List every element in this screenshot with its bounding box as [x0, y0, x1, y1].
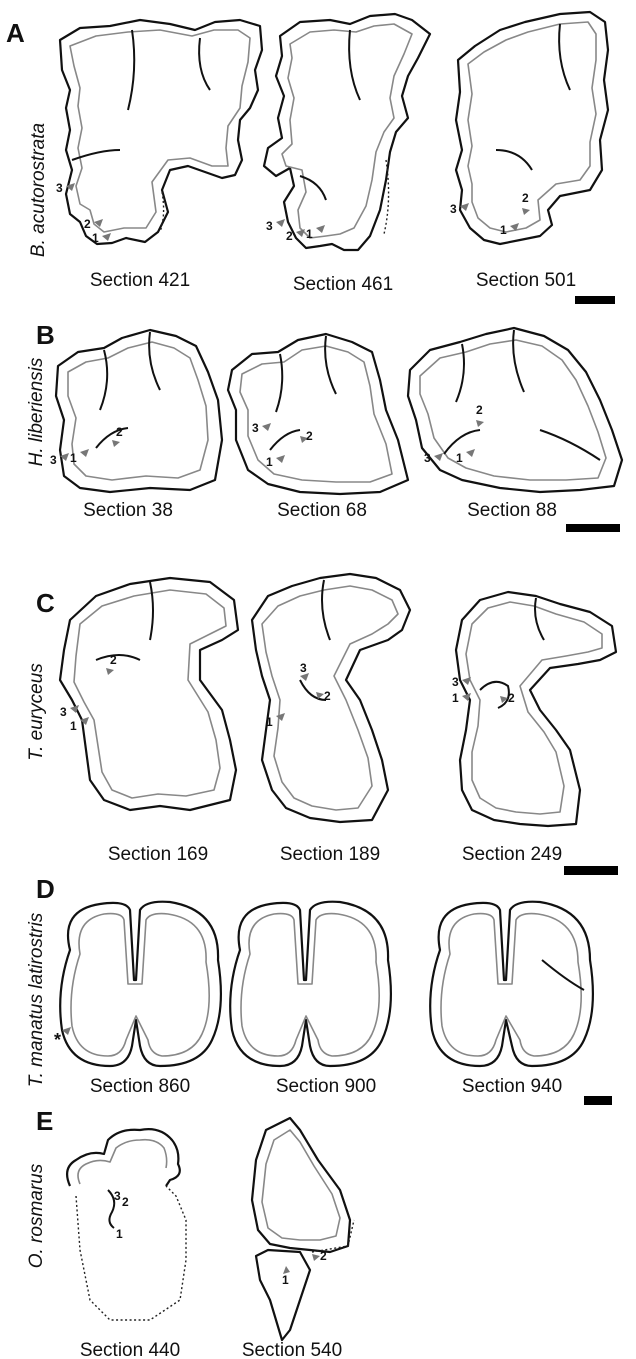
species-label-d: T. manatus latirostris — [26, 912, 47, 1087]
panel-c: C T. euryceus 2 3 1 Section 169 3 2 — [26, 574, 618, 875]
section-label-d1: Section 860 — [90, 1076, 190, 1097]
marker-3: 3 — [450, 202, 457, 216]
panel-letter-d: D — [36, 874, 55, 904]
marker-1: 1 — [500, 223, 507, 237]
marker-1: 1 — [116, 1227, 123, 1241]
marker-2: 2 — [324, 689, 331, 703]
section-label-c3: Section 249 — [462, 844, 562, 865]
panel-b: B H. liberiensis 3 1 2 Section 38 3 — [26, 320, 622, 532]
marker-3: 3 — [56, 181, 63, 195]
species-label-a: B. acutorostrata — [28, 123, 49, 257]
species-label-e: O. rosmarus — [26, 1163, 47, 1268]
marker-1: 1 — [266, 715, 273, 729]
marker-2: 2 — [320, 1249, 327, 1263]
marker-2: 2 — [306, 429, 313, 443]
section-label-a3: Section 501 — [476, 270, 576, 291]
panel-letter-c: C — [36, 588, 55, 618]
marker-2: 2 — [116, 425, 123, 439]
brain-section-d3 — [430, 902, 593, 1066]
marker-1: 1 — [266, 455, 273, 469]
section-label-b2: Section 68 — [277, 500, 367, 521]
marker-2: 2 — [122, 1195, 129, 1209]
panel-d: D T. manatus latirostris * Section 860 S… — [26, 874, 612, 1105]
marker-1: 1 — [306, 227, 313, 241]
brain-section-c2: 3 2 1 — [252, 574, 410, 822]
marker-3: 3 — [452, 675, 459, 689]
section-label-d3: Section 940 — [462, 1076, 562, 1097]
marker-1: 1 — [452, 691, 459, 705]
marker-2: 2 — [522, 191, 529, 205]
marker-3: 3 — [424, 451, 431, 465]
marker-3: 3 — [50, 453, 57, 467]
scale-bar-d — [584, 1096, 612, 1105]
marker-2: 2 — [508, 691, 515, 705]
marker-3: 3 — [300, 661, 307, 675]
brain-section-d1: * — [54, 902, 221, 1066]
marker-3: 3 — [252, 421, 259, 435]
brain-section-b1: 3 1 2 — [50, 330, 222, 492]
marker-1: 1 — [456, 451, 463, 465]
marker-3: 3 — [266, 219, 273, 233]
marker-2: 2 — [84, 217, 91, 231]
brain-section-e1: 3 2 1 — [67, 1129, 186, 1320]
marker-1: 1 — [282, 1273, 289, 1287]
marker-3: 3 — [60, 705, 67, 719]
panel-letter-b: B — [36, 320, 55, 350]
section-label-e1: Section 440 — [80, 1340, 180, 1359]
brain-section-a1: 3 2 1 — [56, 20, 262, 245]
section-label-b3: Section 88 — [467, 500, 557, 521]
section-label-c1: Section 169 — [108, 844, 208, 865]
marker-2: 2 — [476, 403, 483, 417]
section-label-d2: Section 900 — [276, 1076, 376, 1097]
brain-section-c1: 2 3 1 — [60, 578, 238, 810]
brain-section-e2: 1 2 — [252, 1118, 354, 1340]
brain-section-d2 — [230, 902, 391, 1066]
marker-3: 3 — [114, 1189, 121, 1203]
marker-1: 1 — [92, 231, 99, 245]
brain-section-c3: 3 1 2 — [452, 592, 616, 826]
species-label-b: H. liberiensis — [26, 357, 47, 466]
marker-1: 1 — [70, 451, 77, 465]
scale-bar-a — [575, 296, 615, 304]
brain-section-a3: 3 2 1 — [450, 12, 608, 244]
brain-section-b2: 3 2 1 — [228, 334, 408, 494]
brain-section-b3: 3 2 1 — [408, 328, 622, 492]
panel-letter-e: E — [36, 1106, 53, 1136]
section-label-e2: Section 540 — [242, 1340, 342, 1359]
section-label-a1: Section 421 — [90, 270, 190, 291]
marker-2: 2 — [110, 653, 117, 667]
panel-letter-a: A — [6, 18, 25, 48]
scale-bar-c — [564, 866, 618, 875]
marker-star: * — [54, 1030, 61, 1050]
section-label-b1: Section 38 — [83, 500, 173, 521]
marker-2: 2 — [286, 229, 293, 243]
panel-e: E O. rosmarus 3 2 1 Section 440 1 2 Sect… — [26, 1106, 354, 1359]
marker-1: 1 — [70, 719, 77, 733]
brain-section-a2: 3 2 1 — [264, 14, 430, 250]
section-label-c2: Section 189 — [280, 844, 380, 865]
species-label-c: T. euryceus — [26, 663, 47, 761]
section-label-a2: Section 461 — [293, 274, 393, 295]
panel-a: A B. acutorostrata 3 2 1 Section 421 — [6, 12, 615, 304]
scale-bar-b — [566, 524, 620, 532]
